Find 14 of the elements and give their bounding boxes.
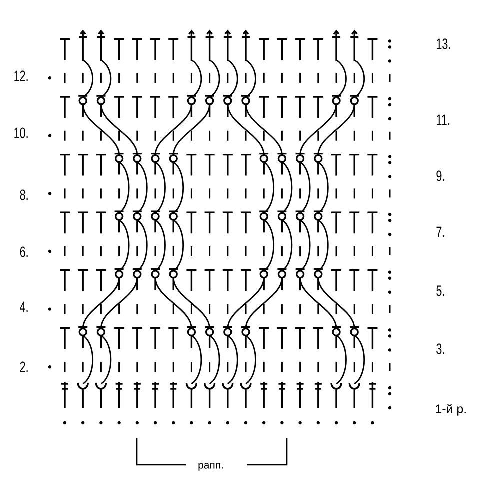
row-number: 1-й р. bbox=[436, 404, 466, 416]
row-number: 6. bbox=[20, 246, 28, 258]
row-number: 7. bbox=[436, 226, 444, 238]
row-number: 8. bbox=[20, 190, 28, 200]
row-number: 11. bbox=[437, 114, 450, 126]
row-number: 5. bbox=[436, 286, 444, 296]
row-number: 2. bbox=[20, 362, 28, 372]
repeat-label: рапп. bbox=[198, 463, 223, 471]
row-number: 12. bbox=[14, 70, 28, 82]
row-number: 10. bbox=[14, 128, 28, 138]
row-number: 3. bbox=[436, 344, 444, 354]
row-number: 4. bbox=[20, 302, 28, 312]
row-number: 13. bbox=[437, 38, 450, 50]
row-number: 9. bbox=[436, 170, 444, 182]
